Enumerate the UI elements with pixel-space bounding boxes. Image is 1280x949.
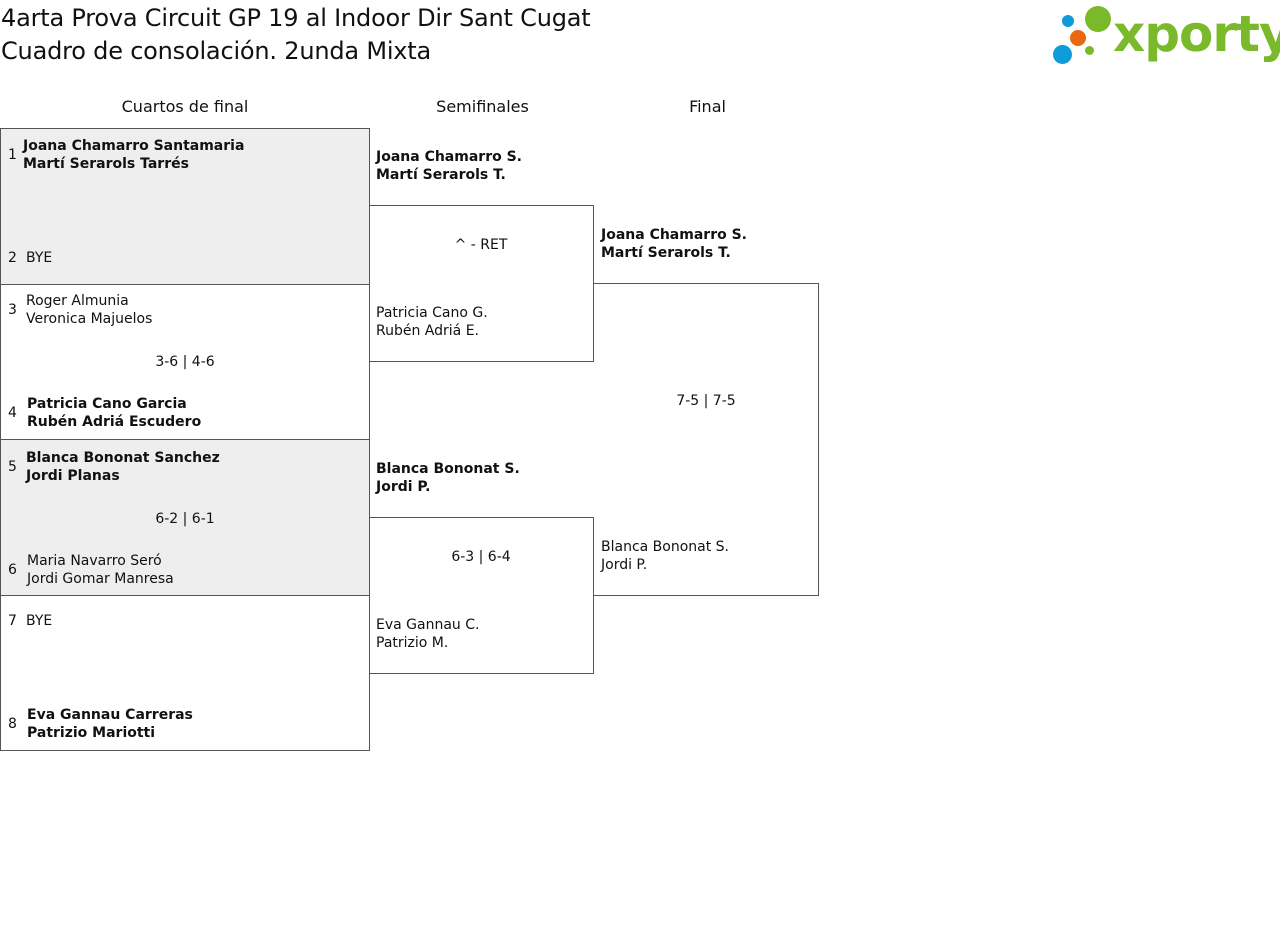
logo-blue-dot-small [1062,15,1074,27]
player-name[interactable]: Jordi Gomar Manresa [27,571,174,587]
player-name[interactable]: Martí Serarols T. [601,245,731,261]
logo-green-dot [1085,6,1111,32]
player-name[interactable]: Martí Serarols T. [376,167,506,183]
match-score: ^ - RET [454,237,508,253]
player-name[interactable]: Rubén Adriá E. [376,323,479,339]
player-name[interactable]: Martí Serarols Tarrés [23,156,189,172]
page-title: 4arta Prova Circuit GP 19 al Indoor Dir … [1,4,591,32]
player-name[interactable]: Blanca Bononat Sanchez [26,450,220,466]
player-name[interactable]: Joana Chamarro S. [376,149,522,165]
player-name[interactable]: Eva Gannau Carreras [27,707,193,723]
seed-number: 5 [8,459,17,475]
quarterfinal-match-2: 3 Roger Almunia Veronica Majuelos 3-6 | … [0,284,370,440]
semifinal-match-2: 6-3 | 6-4 Eva Gannau C. Patrizio M. [369,517,594,674]
player-name[interactable]: Blanca Bononat S. [601,539,730,555]
final-match: 7-5 | 7-5 Blanca Bononat S. Jordi P. [594,283,819,596]
player-name[interactable]: Patricia Cano G. [376,305,488,321]
round-heading-semifinals: Semifinales [436,97,529,116]
quarterfinal-match-1: 1 Joana Chamarro Santamaria Martí Seraro… [0,128,370,285]
player-name[interactable]: Jordi P. [601,557,648,573]
quarterfinal-match-4: 7 BYE 8 Eva Gannau Carreras Patrizio Mar… [0,595,370,751]
xporty-logo[interactable]: xporty [1052,4,1280,68]
match-score: 6-3 | 6-4 [451,549,511,565]
player-name[interactable]: Roger Almunia [26,293,129,309]
player-name[interactable]: Blanca Bononat S. [376,461,520,477]
player-name[interactable]: Rubén Adriá Escudero [27,414,202,430]
match-score: 7-5 | 7-5 [676,393,736,409]
player-name[interactable]: Eva Gannau C. [376,617,480,633]
player-name[interactable]: Joana Chamarro S. [601,227,747,243]
player-name[interactable]: Patrizio M. [376,635,449,651]
player-name[interactable]: Patrizio Mariotti [27,725,156,741]
semifinal-match-1: ^ - RET Patricia Cano G. Rubén Adriá E. [369,205,594,362]
logo-wordmark: xporty [1113,5,1280,63]
logo-orange-dot [1070,30,1086,46]
player-name[interactable]: Jordi Planas [26,468,120,484]
player-name[interactable]: Joana Chamarro Santamaria [23,138,245,154]
round-heading-quarterfinals: Cuartos de final [121,97,249,116]
logo-green-dot-small [1085,46,1094,55]
match-score: 3-6 | 4-6 [155,354,215,370]
seed-number: 7 [8,613,17,629]
player-name[interactable]: Jordi P. [376,479,431,495]
seed-number: 3 [8,302,17,318]
match-score: 6-2 | 6-1 [155,511,215,527]
player-name: BYE [26,613,53,629]
seed-number: 2 [8,250,17,266]
page-subtitle: Cuadro de consolación. 2unda Mixta [1,37,432,65]
seed-number: 1 [8,147,17,163]
logo-blue-dot [1053,45,1072,64]
round-heading-final: Final [689,97,726,116]
seed-number: 4 [8,405,17,421]
seed-number: 6 [8,562,17,578]
player-name: BYE [26,250,53,266]
player-name[interactable]: Veronica Majuelos [26,311,153,327]
player-name[interactable]: Patricia Cano Garcia [27,396,187,412]
seed-number: 8 [8,716,17,732]
quarterfinal-match-3: 5 Blanca Bononat Sanchez Jordi Planas 6-… [0,439,370,596]
player-name[interactable]: Maria Navarro Seró [27,553,162,569]
